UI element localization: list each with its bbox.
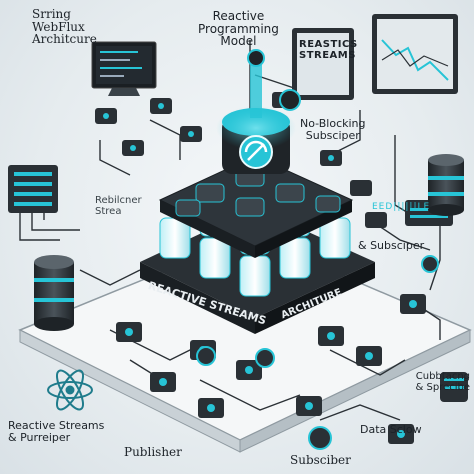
label-subscriber-right: & Subsciper bbox=[358, 240, 424, 252]
label-line: Model bbox=[198, 35, 279, 48]
chart-icon bbox=[372, 14, 458, 94]
label-non-blocking-subscriber: No-Blocking Subsciper bbox=[300, 118, 366, 141]
device-tag: EED||||||LE bbox=[372, 203, 430, 212]
server-rack-left-top bbox=[8, 165, 58, 213]
label-line: STREAMS bbox=[299, 51, 358, 62]
label-spring-webflux: Srring WebFlux Architcure bbox=[32, 8, 97, 46]
label-line: Reactive Streams bbox=[8, 420, 104, 432]
database-icon bbox=[428, 154, 464, 216]
label-line: & Purreiper bbox=[8, 432, 104, 444]
label-line: REASTICS bbox=[299, 40, 358, 51]
label-line: Rebilcner bbox=[95, 196, 142, 207]
label-rebilcner-stream: Rebilcner Strea bbox=[95, 196, 142, 217]
label-line: Strea bbox=[95, 207, 142, 218]
label-reactive-streams-panel: REASTICS STREAMS bbox=[299, 40, 358, 61]
label-cubbtacng: Cubbtacng & Sprecibe bbox=[402, 372, 470, 393]
label-line: & Sprecibe bbox=[402, 383, 470, 394]
label-line: No-Blocking bbox=[300, 118, 366, 130]
label-line: Cubbtacng bbox=[402, 372, 470, 383]
label-line: Srring bbox=[32, 8, 97, 21]
label-line: Subsciper bbox=[300, 130, 366, 142]
label-reactive-streams-publisher: Reactive Streams & Purreiper bbox=[8, 420, 104, 443]
label-publisher: Publisher bbox=[124, 446, 182, 459]
label-data-flow: Data Sclow bbox=[360, 424, 422, 436]
label-line: Reactive bbox=[198, 10, 279, 23]
label-subscriber-bottom: Subsciber bbox=[290, 454, 351, 467]
label-line: Architcure bbox=[32, 33, 97, 46]
database-icon bbox=[34, 255, 74, 331]
label-reactive-programming-model: Reactive Programming Model bbox=[198, 10, 279, 48]
monitor-icon bbox=[92, 42, 156, 96]
